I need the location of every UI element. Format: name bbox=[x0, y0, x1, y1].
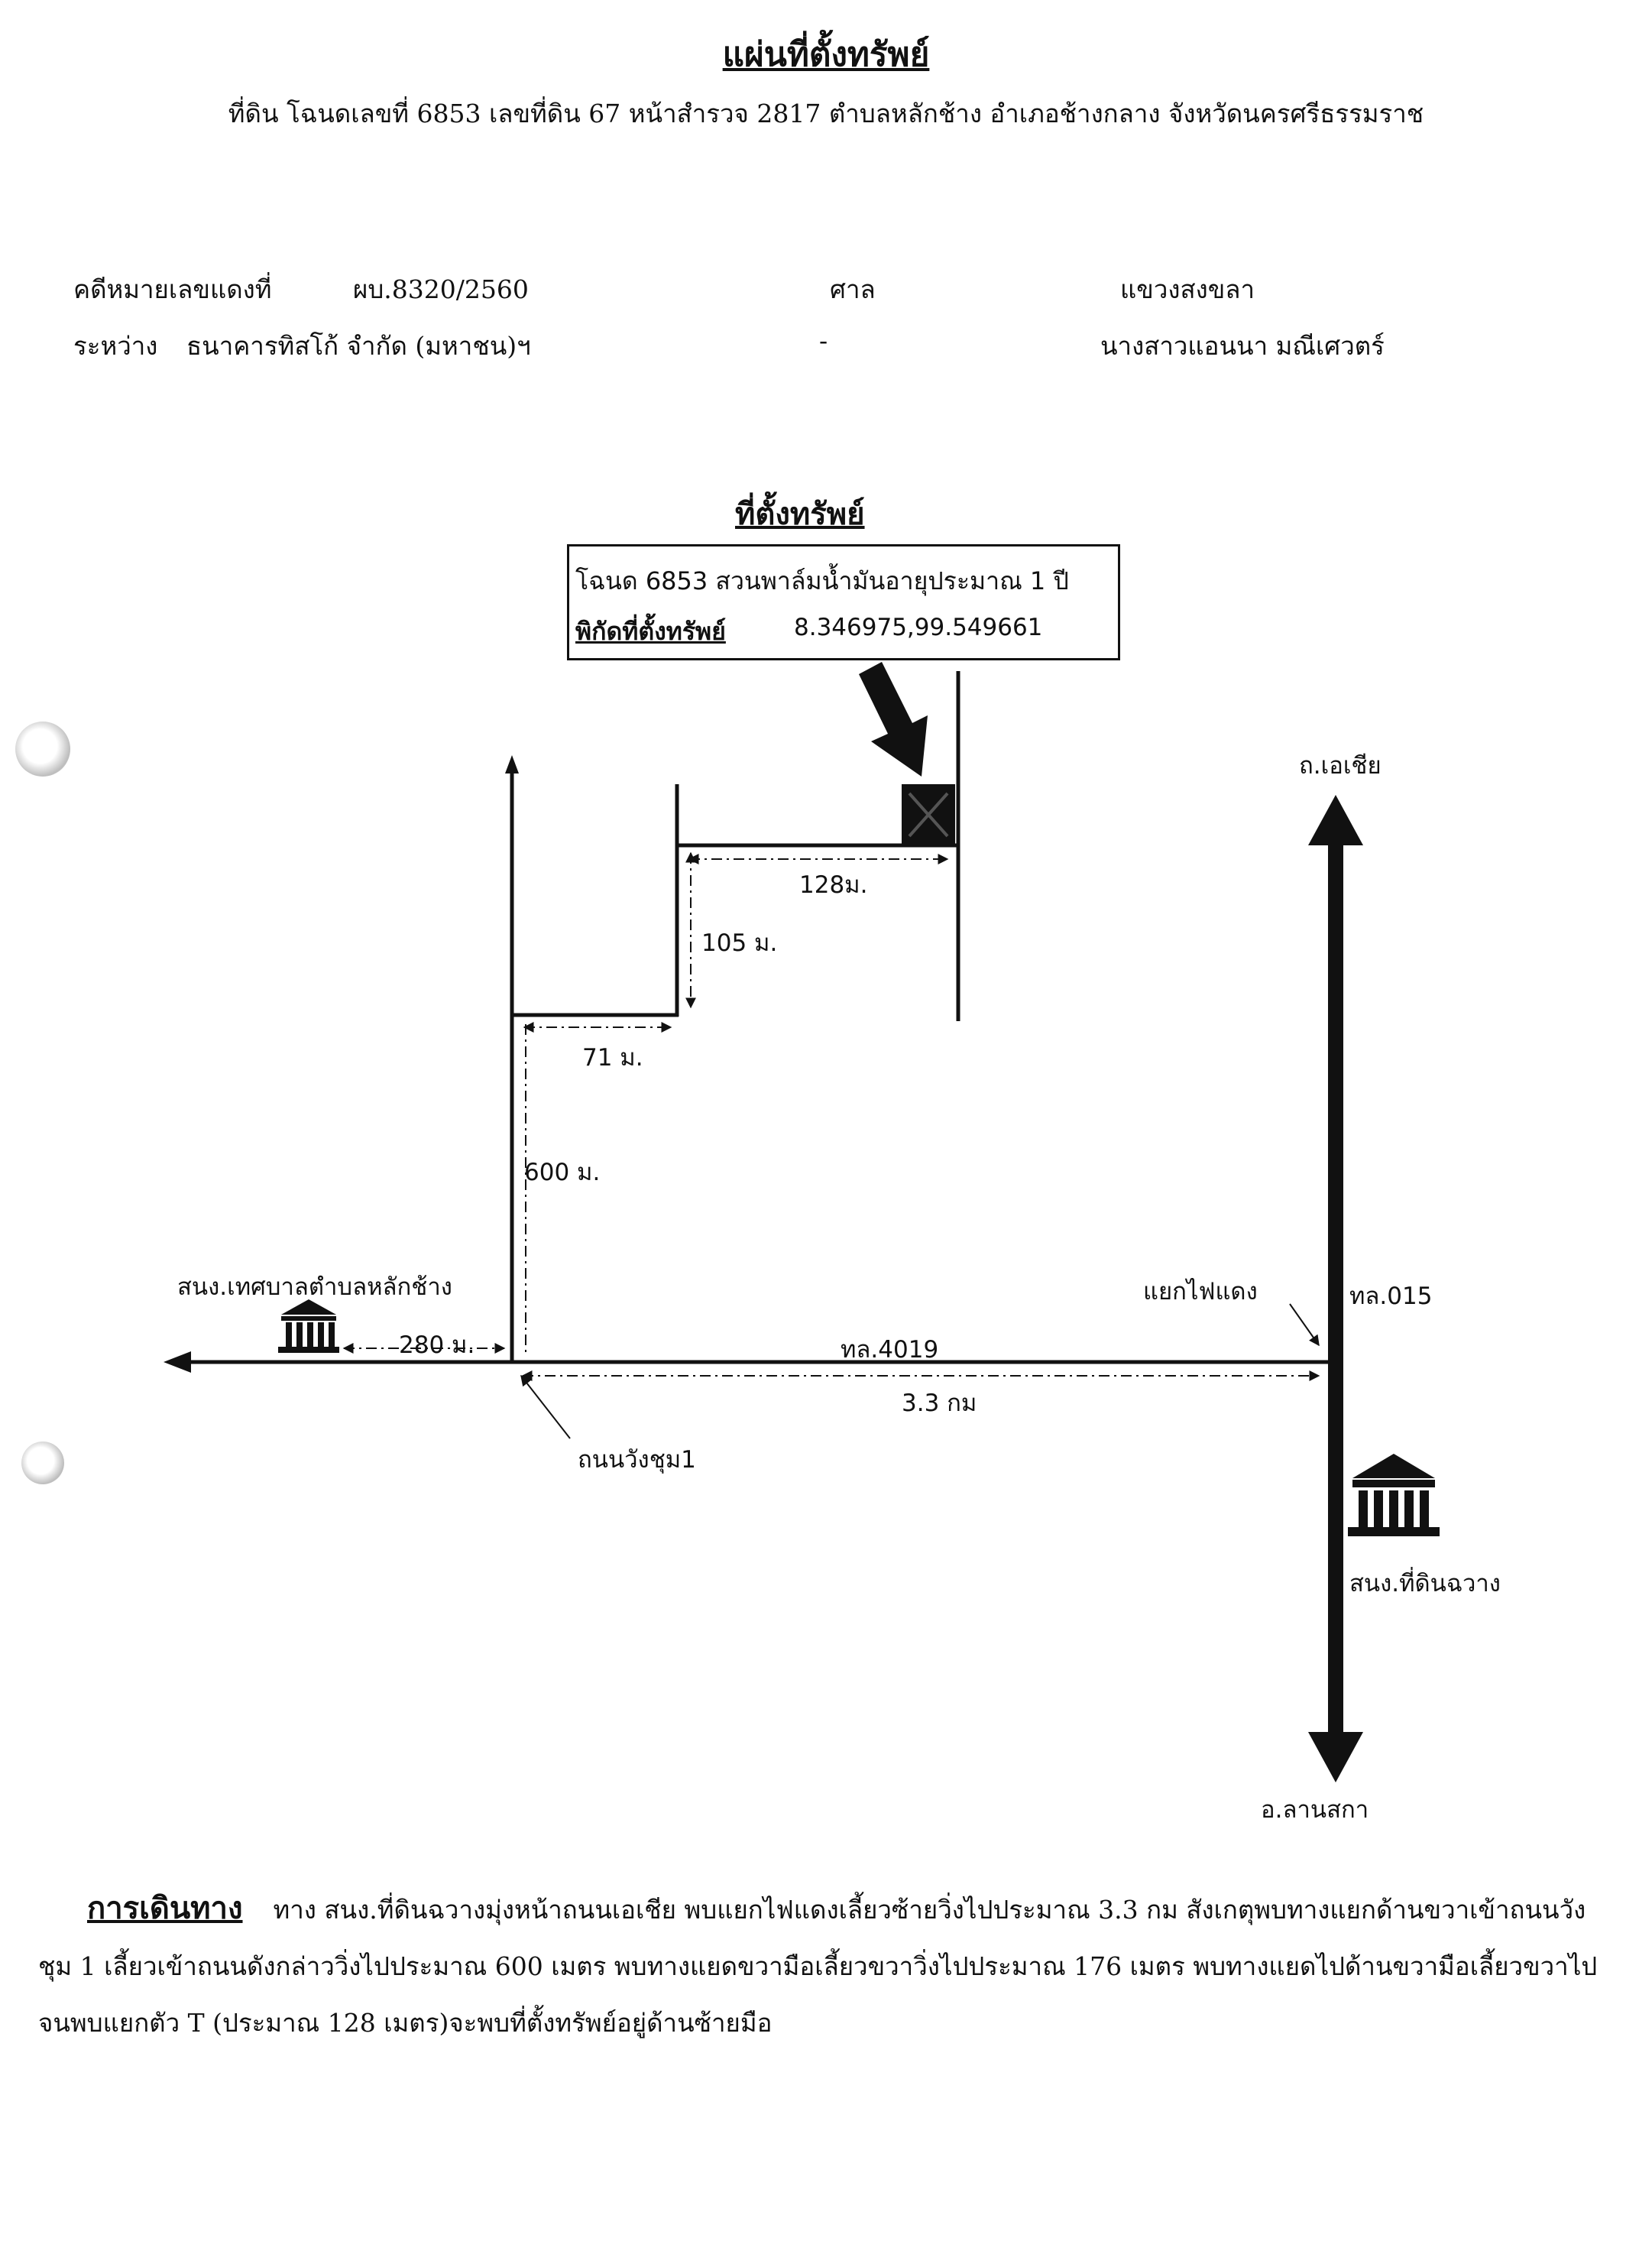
page-title: แผ่นที่ตั้งทรัพย์ bbox=[722, 35, 930, 74]
punch-hole-bottom bbox=[21, 1442, 64, 1484]
party-separator: - bbox=[819, 326, 828, 355]
traffic-light-leader-line bbox=[1289, 1303, 1320, 1347]
land-office-label: สนง.ที่ดินฉวาง bbox=[1349, 1570, 1501, 1597]
land-deed-subtitle: ที่ดิน โฉนดเลขที่ 6853 เลขที่ดิน 67 หน้า… bbox=[228, 99, 1424, 128]
distance-105m-label: 105 ม. bbox=[701, 929, 778, 957]
lan-saka-district-label: อ.ลานสกา bbox=[1261, 1796, 1369, 1824]
wang-chum-road bbox=[505, 671, 960, 1362]
property-marker bbox=[902, 784, 955, 845]
property-info-box: โฉนด 6853 สวนพาล์มน้ำมันอายุประมาณ 1 ปี … bbox=[567, 544, 1120, 660]
case-number-label: คดีหมายเลขแดงที่ bbox=[73, 274, 272, 304]
distance-71m-label: 71 ม. bbox=[582, 1044, 643, 1072]
distance-280m-label: 280 ม. bbox=[399, 1331, 475, 1359]
highway-015-label: ทล.015 bbox=[1349, 1283, 1433, 1310]
court-name: แขวงสงขลา bbox=[1120, 274, 1255, 304]
land-office-building-icon bbox=[1348, 1454, 1440, 1536]
directions-paragraph: การเดินทางทาง สนง.ที่ดินฉวางมุ่งหน้าถนนเ… bbox=[38, 1880, 1612, 2051]
case-number: ผบ.8320/2560 bbox=[353, 274, 529, 304]
property-location-title: ที่ตั้งทรัพย์ bbox=[735, 496, 865, 532]
property-pointer-arrow bbox=[859, 662, 928, 777]
traffic-light-label: แยกไฟแดง bbox=[1143, 1278, 1258, 1305]
wang-chum-leader-line bbox=[520, 1374, 571, 1439]
plaintiff-name: ธนาคารทิสโก้ จำกัด (มหาชน)ฯ bbox=[186, 331, 531, 361]
asia-road-label: ถ.เอเชีย bbox=[1299, 752, 1382, 780]
distance-128m-label: 128ม. bbox=[799, 871, 868, 899]
highway-4019-label: ทล.4019 bbox=[841, 1336, 939, 1364]
defendant-name: นางสาวแอนนา มณีเศวตร์ bbox=[1100, 331, 1385, 361]
deed-description: โฉนด 6853 สวนพาล์มน้ำมันอายุประมาณ 1 ปี bbox=[575, 566, 1069, 595]
coordinates-label: พิกัดที่ตั้งทรัพย์ bbox=[575, 617, 726, 646]
distance-3-3km-label: 3.3 กม bbox=[902, 1390, 977, 1417]
wang-chum-road-label: ถนนวังชุม1 bbox=[578, 1446, 696, 1474]
court-label: ศาล bbox=[830, 274, 876, 304]
between-label: ระหว่าง bbox=[73, 331, 158, 361]
highway-015-road bbox=[1308, 795, 1363, 1782]
municipal-office-label: สนง.เทศบาลตำบลหลักช้าง bbox=[177, 1273, 452, 1301]
directions-heading: การเดินทาง bbox=[87, 1890, 243, 1926]
municipal-office-building-icon bbox=[278, 1299, 339, 1353]
distance-600m-label: 600 ม. bbox=[524, 1159, 601, 1186]
coordinates-value: 8.346975,99.549661 bbox=[794, 614, 1043, 641]
highway-4019-road bbox=[164, 1351, 1330, 1373]
directions-text: ทาง สนง.ที่ดินฉวางมุ่งหน้าถนนเอเชีย พบแย… bbox=[38, 1895, 1598, 2038]
punch-hole-top bbox=[15, 722, 70, 777]
